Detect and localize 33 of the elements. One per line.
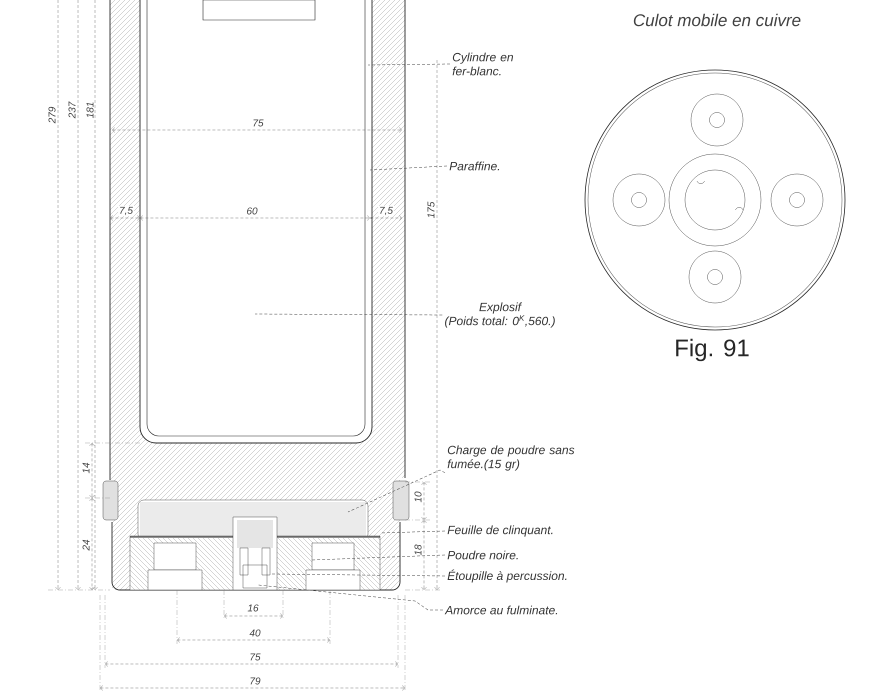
dimension-label: 79 bbox=[248, 676, 262, 686]
dimension-label: 16 bbox=[246, 603, 260, 613]
leader-line bbox=[258, 584, 444, 610]
dimension-label: 18 bbox=[413, 543, 423, 557]
leader-line bbox=[272, 574, 446, 576]
dimension-label: 279 bbox=[47, 106, 57, 124]
dimension-label: 75 bbox=[251, 118, 265, 128]
part-label: Amorce au fulminate. bbox=[444, 606, 558, 614]
dimension-label: 181 bbox=[85, 100, 95, 120]
dimension-label: 175 bbox=[426, 200, 436, 220]
dimension-label: 40 bbox=[248, 628, 262, 638]
dimension-label: 237 bbox=[67, 100, 77, 120]
dimension-label: 7,5 bbox=[378, 206, 394, 216]
part-label: Feuille de clinquant. bbox=[448, 525, 552, 537]
leader-line bbox=[380, 530, 446, 534]
part-label: Étoupille à percussion. bbox=[448, 570, 566, 582]
dimension-label: 75 bbox=[248, 652, 262, 662]
leader-line bbox=[254, 314, 443, 316]
part-label: Charge de poudre sans fumée.(15 gr) bbox=[448, 445, 574, 471]
leader-line bbox=[368, 64, 450, 66]
drawing-title: Culot mobile en cuivre bbox=[634, 14, 800, 26]
dimension-label: 10 bbox=[413, 490, 423, 504]
dimension-label: 24 bbox=[82, 538, 90, 552]
figure-caption: Fig. 91 bbox=[676, 338, 749, 362]
part-label: Cylindre en fer-blanc. bbox=[452, 52, 513, 76]
part-label: Paraffine. bbox=[450, 162, 500, 170]
dimension-label: 7,5 bbox=[118, 206, 134, 216]
leader-line bbox=[370, 166, 448, 170]
part-label: Poudre noire. bbox=[448, 550, 518, 560]
part-label: Explosif (Poids total: 0$^{K}$,560.) bbox=[445, 302, 555, 328]
leader-line bbox=[312, 554, 446, 560]
leader-line bbox=[348, 470, 446, 512]
dimension-label: 14 bbox=[82, 461, 90, 475]
